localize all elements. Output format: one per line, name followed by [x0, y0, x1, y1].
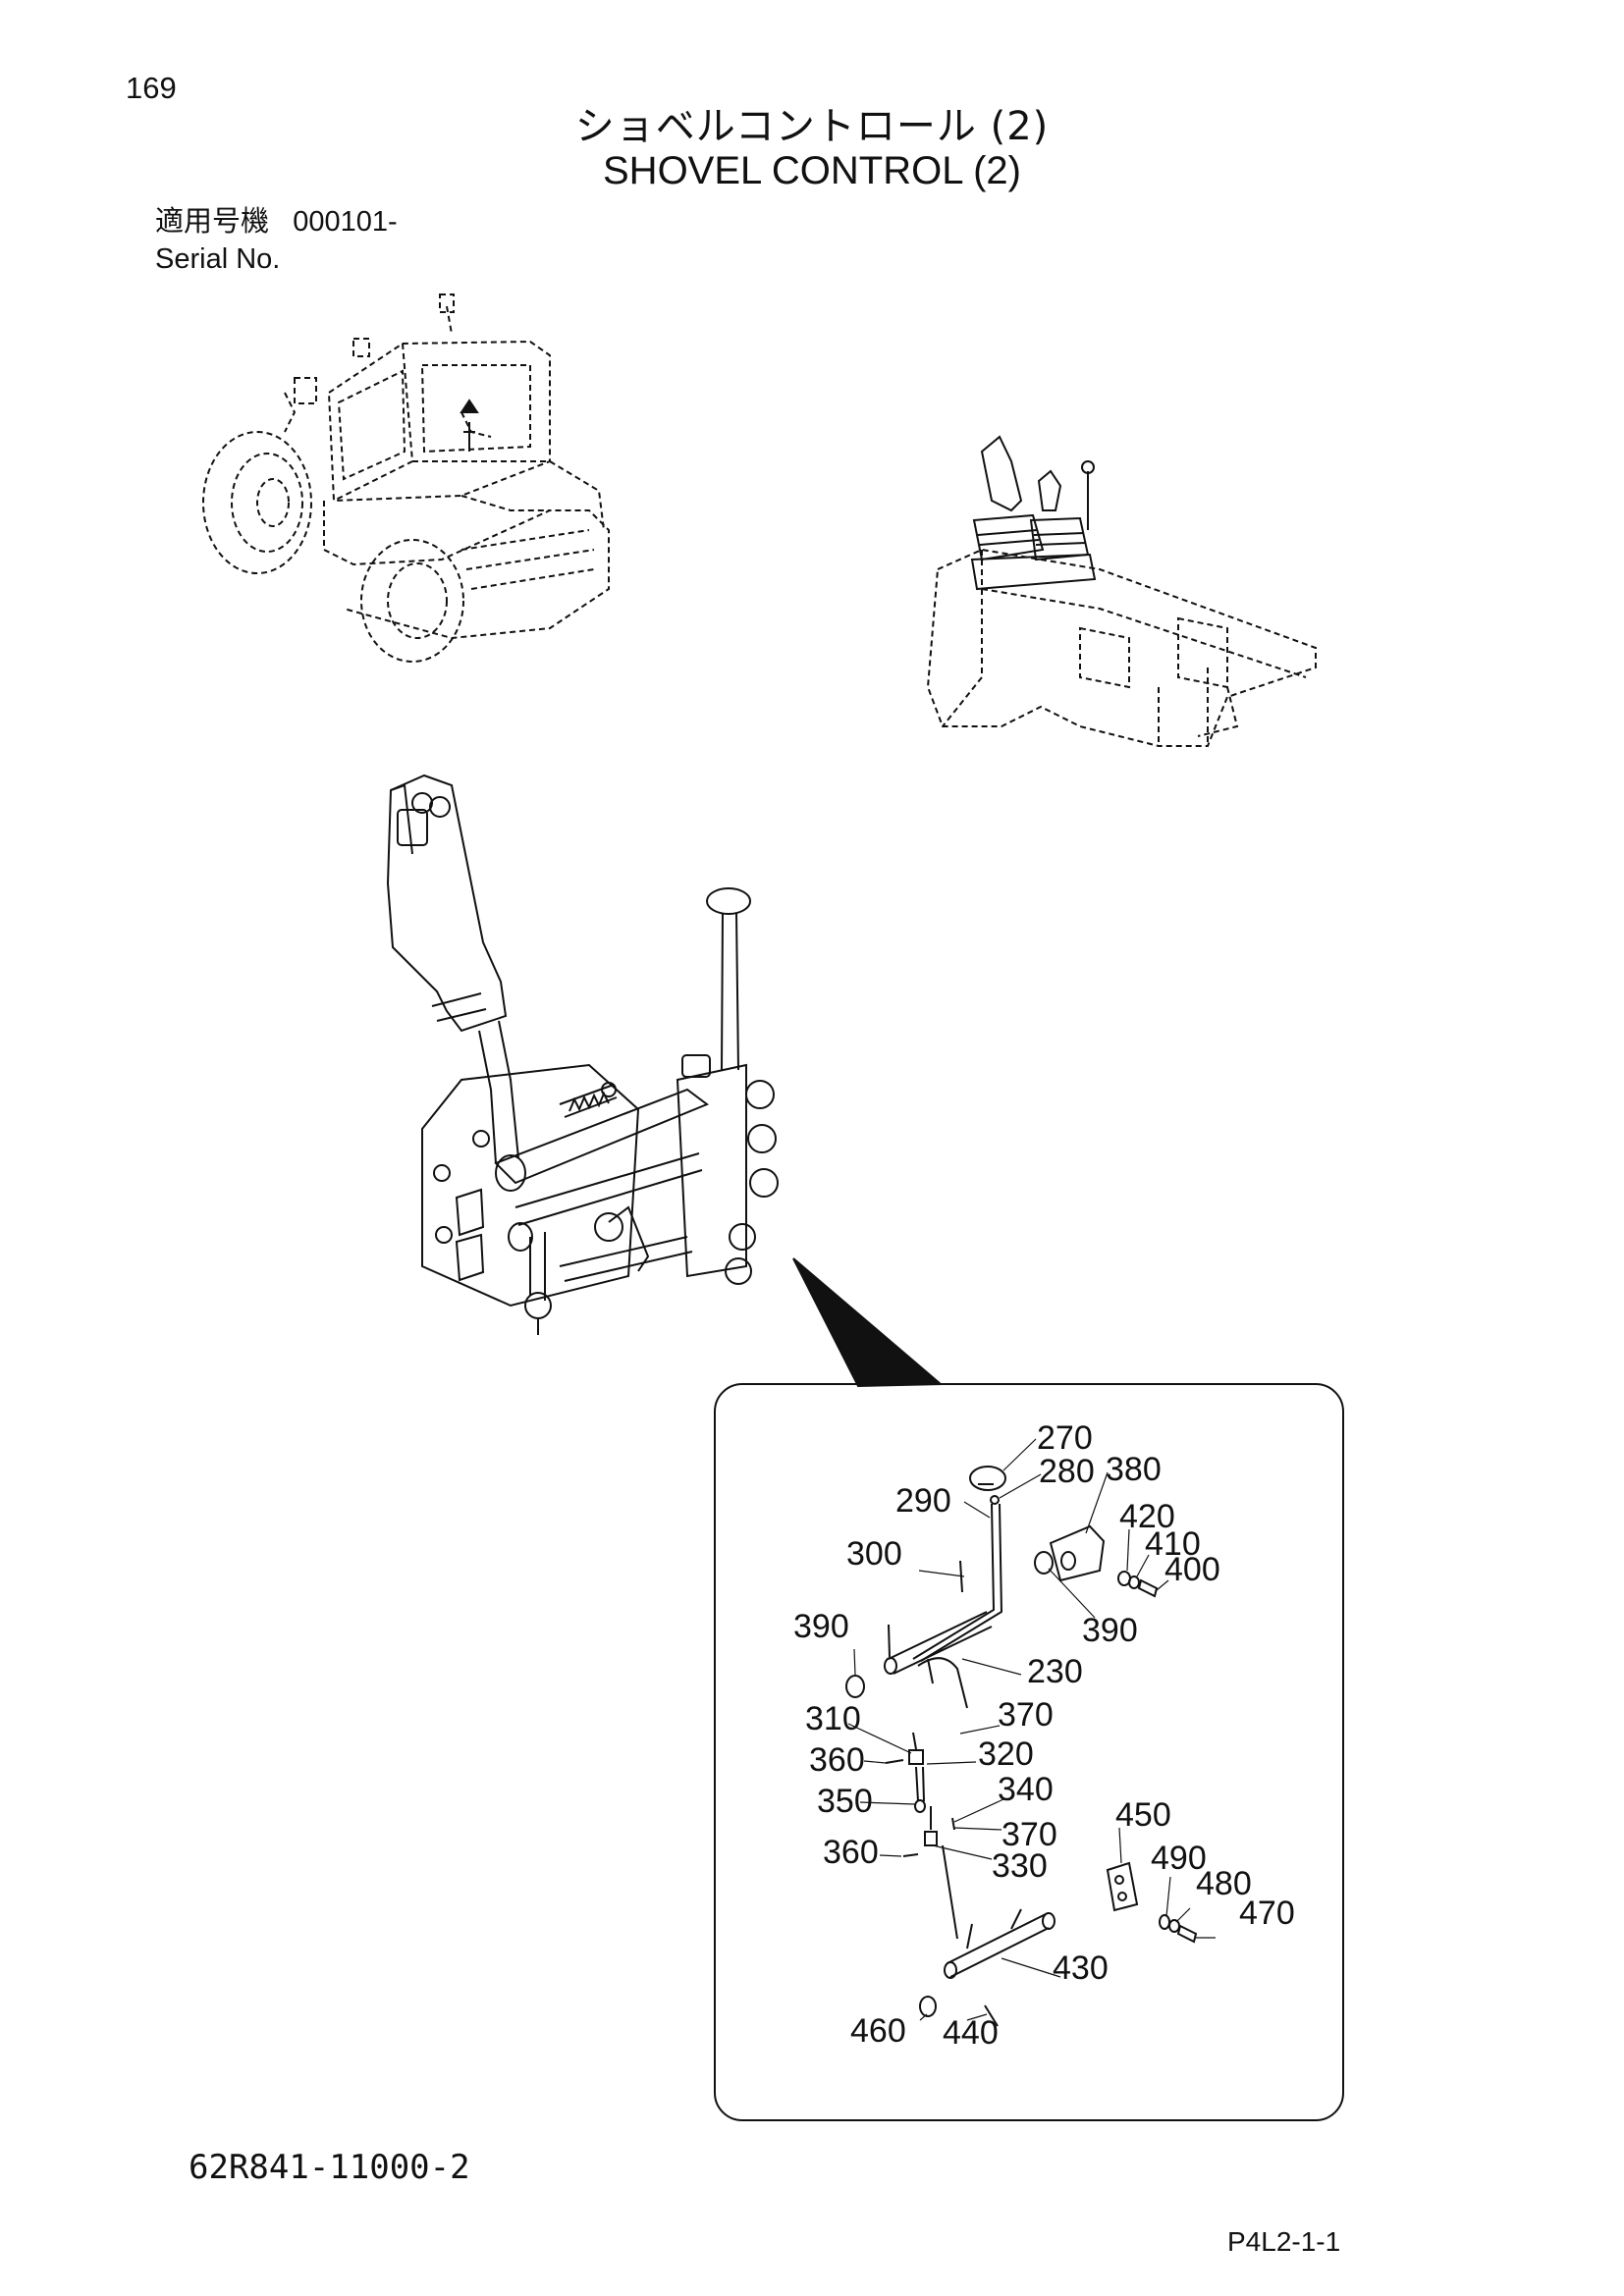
part-label-460: 460 — [850, 2012, 906, 2050]
detail-box — [714, 1383, 1344, 2121]
wheel-loader-illustration — [202, 294, 610, 663]
part-label-280: 280 — [1039, 1453, 1095, 1490]
part-label-320: 320 — [978, 1735, 1034, 1773]
part-label-370-lower: 370 — [1001, 1816, 1057, 1853]
serial-label-jp: 適用号機 — [155, 204, 270, 238]
page-number: 169 — [126, 71, 177, 105]
part-label-330: 330 — [992, 1847, 1048, 1885]
detail-pointer-arrow — [792, 1257, 944, 1388]
part-label-400: 400 — [1164, 1551, 1220, 1588]
part-label-370-upper: 370 — [998, 1696, 1054, 1734]
serial-value: 000101- — [293, 206, 398, 238]
part-label-490: 490 — [1151, 1840, 1207, 1877]
part-label-230: 230 — [1027, 1653, 1083, 1690]
page-code: P4L2-1-1 — [1227, 2226, 1341, 2257]
part-label-360-lower: 360 — [823, 1834, 879, 1871]
part-label-290: 290 — [895, 1482, 951, 1520]
part-label-270: 270 — [1037, 1419, 1093, 1457]
part-label-350: 350 — [817, 1783, 873, 1820]
exploded-parts — [845, 1466, 1198, 2027]
part-label-440: 440 — [943, 2014, 999, 2052]
part-label-390-right: 390 — [1082, 1612, 1138, 1649]
page-title-japanese: ショベルコントロール (2) — [574, 104, 1050, 149]
part-label-340: 340 — [998, 1771, 1054, 1808]
serial-block: 適用号機 000101- Serial No. — [155, 202, 398, 278]
part-label-480: 480 — [1196, 1865, 1252, 1902]
part-label-470: 470 — [1239, 1895, 1295, 1932]
document-code: 62R841-11000-2 — [189, 2148, 470, 2187]
leader-lines — [847, 1438, 1216, 2021]
console-illustration — [926, 548, 1317, 747]
part-labels: 270 280 380 290 420 410 400 300 390 390 … — [793, 1419, 1295, 2052]
part-label-410: 410 — [1145, 1525, 1201, 1563]
cab-marker-icon — [460, 399, 479, 452]
part-label-310: 310 — [805, 1700, 861, 1737]
part-label-430: 430 — [1053, 1949, 1109, 1987]
console-joystick-illustration — [970, 435, 1097, 591]
lever-assembly-illustration — [386, 774, 779, 1335]
part-label-360-upper: 360 — [809, 1741, 865, 1779]
page-title-english: SHOVEL CONTROL (2) — [603, 149, 1021, 192]
part-label-420: 420 — [1119, 1498, 1175, 1535]
part-label-380: 380 — [1106, 1451, 1162, 1488]
part-label-450: 450 — [1115, 1796, 1171, 1834]
part-label-390-left: 390 — [793, 1608, 849, 1645]
serial-label-en: Serial No. — [155, 243, 281, 275]
part-label-300: 300 — [846, 1535, 902, 1573]
